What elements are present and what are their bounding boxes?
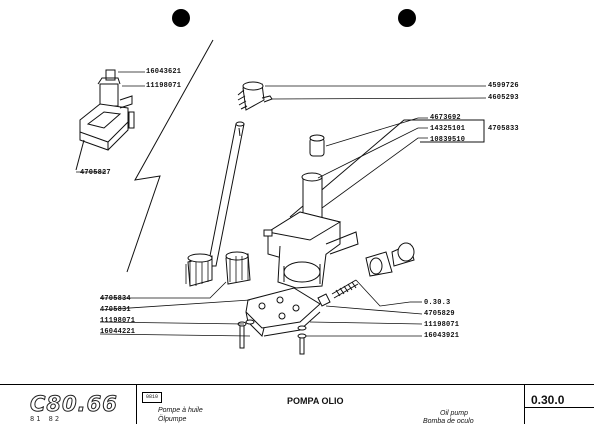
part-number-label: 11198071 bbox=[146, 82, 182, 90]
part-number-label: 4705833 bbox=[488, 125, 519, 133]
title-block-divider bbox=[524, 384, 525, 424]
part-number-label: 10839510 bbox=[430, 136, 466, 144]
title-english: Oil pump bbox=[440, 410, 469, 417]
section-rule bbox=[524, 407, 594, 408]
title-german: Ölpumpe bbox=[158, 416, 187, 423]
part-number-label: 14325101 bbox=[430, 125, 466, 133]
binder-hole-left bbox=[172, 9, 190, 27]
part-number-label: 11198071 bbox=[100, 317, 136, 325]
relief-valve-parts bbox=[317, 242, 415, 307]
drive-gear bbox=[237, 81, 273, 111]
part-number-label: 4599726 bbox=[488, 82, 519, 90]
pump-body bbox=[263, 134, 359, 289]
pump-gears bbox=[185, 251, 251, 287]
part-number-label: 4705834 bbox=[100, 295, 131, 303]
title-block-divider bbox=[136, 384, 137, 424]
section-number: 0.30.0 bbox=[531, 393, 565, 407]
part-number-label: 16044221 bbox=[100, 328, 136, 336]
pump-shaft bbox=[207, 121, 245, 267]
oil-pump-exploded-drawing bbox=[75, 39, 487, 355]
title-portuguese: Bomba de oculo bbox=[423, 418, 474, 425]
model-logo-subtitle: 81 82 bbox=[30, 415, 62, 423]
model-logo: C80.66 bbox=[30, 392, 118, 417]
page-title: POMPA OLIO bbox=[287, 396, 344, 406]
part-number-label: 4705831 bbox=[100, 306, 131, 314]
title-block bbox=[0, 384, 594, 425]
part-number-label: 0.30.3 bbox=[424, 299, 451, 307]
title-french: Pompe à huile bbox=[158, 407, 203, 414]
part-number-label: 4673692 bbox=[430, 114, 461, 122]
binder-hole-right bbox=[398, 9, 416, 27]
part-number-label: 4605293 bbox=[488, 94, 519, 102]
part-number-label: 4705827 bbox=[80, 169, 111, 177]
small-pump-assembly bbox=[75, 69, 135, 171]
part-number-label: 16043921 bbox=[424, 332, 460, 340]
part-number-label: 11198071 bbox=[424, 321, 460, 329]
part-number-label: 4705829 bbox=[424, 310, 455, 318]
part-number-label: 16043621 bbox=[146, 68, 182, 76]
group-code: 0810 bbox=[142, 392, 162, 403]
pump-cover bbox=[245, 287, 321, 337]
